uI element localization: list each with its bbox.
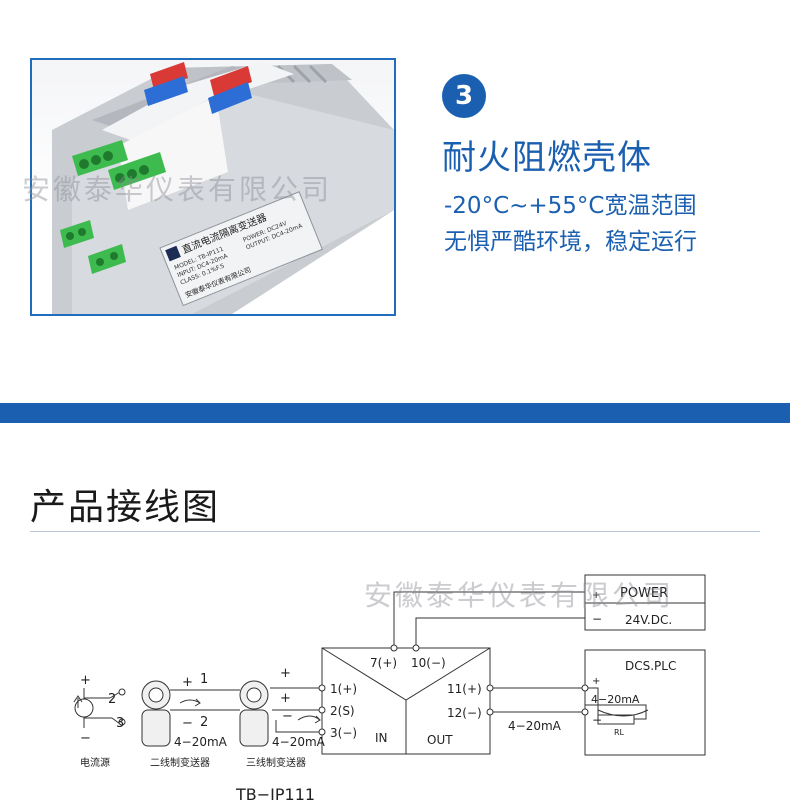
feature-number-badge: 3: [442, 74, 486, 118]
resistor-label: RL: [614, 728, 625, 737]
two-wire-transmitter-label: 二线制变送器: [150, 756, 210, 769]
three-wire-transmitter-label: 三线制变送器: [246, 756, 306, 769]
model-caption: TB−IP111: [235, 785, 315, 800]
terminal-7: 7(+): [370, 656, 397, 670]
power-minus-wire: [415, 617, 585, 648]
source-minus-label: −: [80, 731, 91, 746]
isolator-out-label: OUT: [427, 733, 453, 747]
two-wire-pin-2: 2: [200, 715, 208, 730]
isolator-product-image: 直流电流隔离变送器 MODEL: TB-IP111 INPUT: DC4-20m…: [52, 62, 394, 314]
watermark-company-diagram: 安徽泰华仪表有限公司: [364, 579, 675, 612]
dcs-plc-box: [584, 649, 706, 756]
watermark-company: 安徽泰华仪表有限公司: [22, 173, 333, 206]
terminal-12: 12(−): [447, 706, 482, 720]
three-wire-minus-label: −: [282, 709, 293, 724]
terminal-2: 2(S): [330, 704, 355, 718]
dcs-current-label: 4−20mA: [591, 693, 640, 706]
two-wire-minus-label: −: [182, 716, 193, 731]
source-pin-2: 2: [108, 692, 116, 707]
two-wire-pin-1: 1: [200, 672, 208, 687]
wiring-diagram: + − POWER 24V.DC. DCS.PLC + − 4−20mA RL …: [73, 574, 706, 800]
product-photo: 直流电流隔离变送器 MODEL: TB-IP111 INPUT: DC4-20m…: [30, 58, 396, 316]
terminal-10: 10(−): [411, 656, 446, 670]
current-source-icon: [73, 695, 94, 718]
two-wire-current-arrow: [179, 699, 201, 704]
section-title: 产品接线图: [30, 487, 221, 528]
two-wire-plus-label: +: [182, 675, 193, 690]
terminal-3: 3(−): [330, 726, 357, 740]
two-wire-transmitter-icon: [141, 680, 171, 747]
load-resistor: [597, 714, 635, 725]
dcs-current-arrow: [597, 709, 649, 717]
source-pin-3: 3: [116, 716, 124, 731]
feature-description: 无惧严酷环境，稳定运行: [444, 229, 697, 255]
dcs-title: DCS.PLC: [625, 659, 676, 673]
output-current-label: 4−20mA: [508, 719, 562, 733]
feature-temperature-range: -20°C~+55°C宽温范围: [444, 193, 697, 219]
power-voltage: 24V.DC.: [625, 613, 672, 627]
power-title: POWER: [620, 586, 668, 601]
two-wire-current-label: 4−20mA: [174, 735, 228, 749]
feature-title: 耐火阻燃壳体: [442, 138, 652, 178]
three-wire-plus-1-label: +: [280, 666, 291, 681]
three-wire-transmitter-icon: [239, 680, 269, 747]
source-plus-label: +: [80, 673, 91, 688]
terminal-1: 1(+): [330, 682, 357, 696]
three-wire-plus-2-label: +: [280, 691, 291, 706]
power-plus-label: +: [592, 590, 600, 601]
terminal-11: 11(+): [447, 682, 482, 696]
dcs-minus-label: −: [592, 713, 602, 727]
input-3-wire: [275, 720, 322, 733]
dcs-plus-label: +: [592, 676, 600, 687]
section-divider-band: [0, 403, 790, 423]
isolator-in-label: IN: [375, 731, 388, 745]
section-title-underline: [30, 531, 760, 532]
power-minus-label: −: [592, 612, 602, 626]
current-source-label: 电流源: [80, 756, 110, 769]
three-wire-current-label: 4−20mA: [272, 735, 326, 749]
power-plus-wire: [393, 591, 585, 648]
